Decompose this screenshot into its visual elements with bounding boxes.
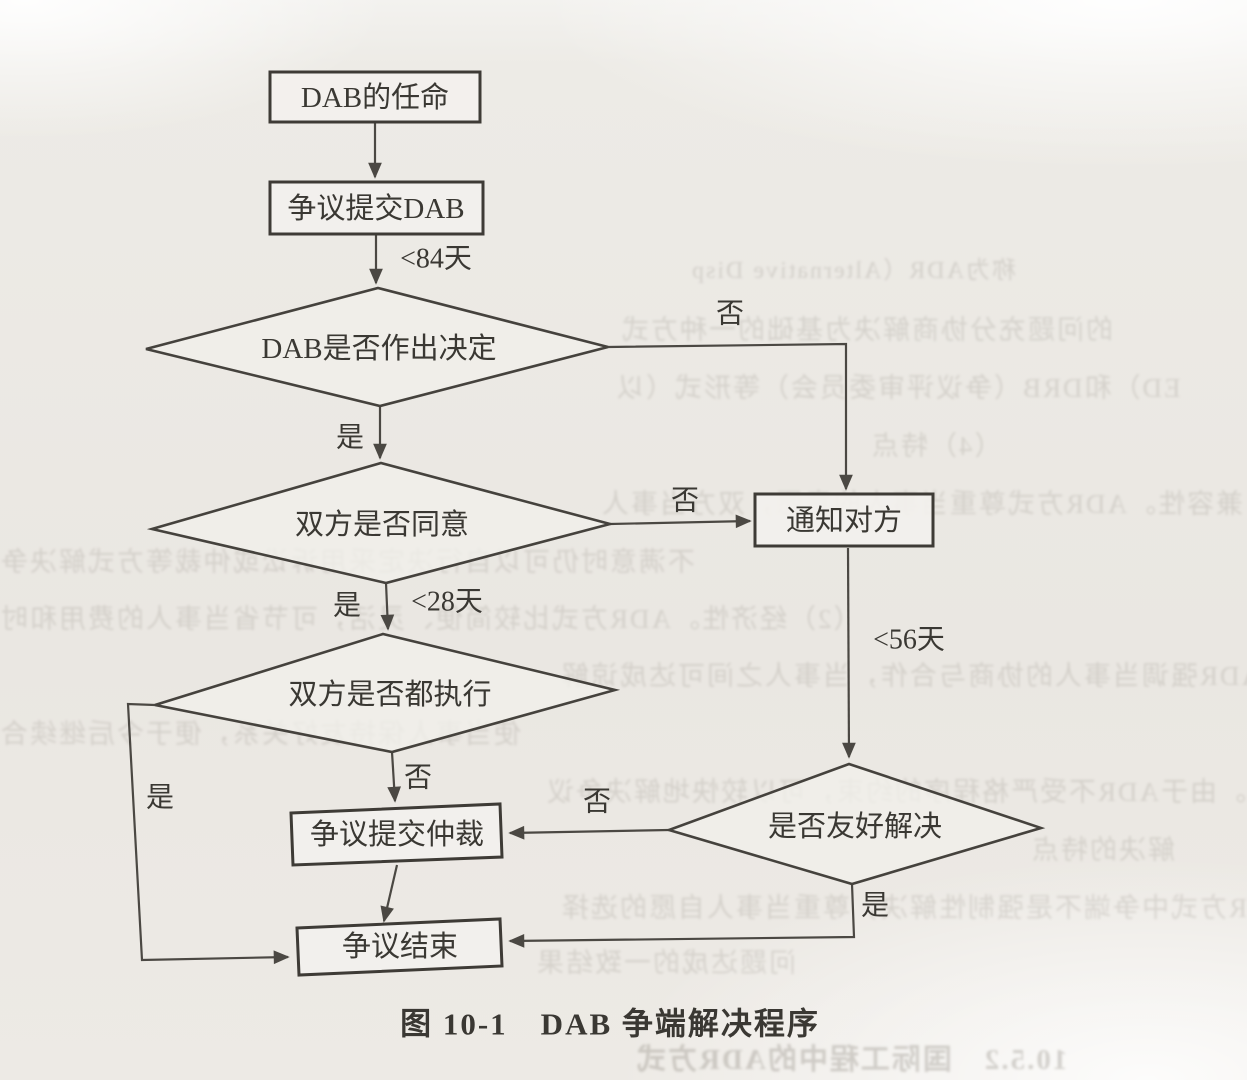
edge-decision-no-to-notify [607, 342, 853, 491]
node-dispute-end-label: 争议结束 [342, 930, 458, 963]
edge-label-lt84: <84天 [400, 244, 472, 275]
node-submit-dab-label: 争议提交DAB [287, 192, 464, 225]
node-both-execute-label: 双方是否都执行 [288, 678, 491, 711]
edge-execute-yes-to-end [126, 702, 290, 965]
node-notify-party-shape [753, 492, 935, 548]
edge-label-yes-decision: 是 [336, 423, 364, 454]
node-dab-appointment-shape [268, 70, 482, 124]
edge-label-yes-agree: 是 [333, 591, 361, 622]
edge-execute-no-to-arbitration [387, 751, 401, 803]
node-amicable-settle-shape [664, 762, 1046, 886]
edge-label-no-execute: 否 [404, 763, 432, 794]
node-notify-party-label: 通知对方 [786, 504, 902, 537]
node-dab-appointment-label: DAB的任命 [301, 81, 449, 114]
edge-amicable-no-to-arbitration [508, 825, 670, 840]
edge-label-no-amicable: 否 [583, 787, 611, 818]
node-dab-decision-label: DAB是否作出决定 [261, 332, 496, 365]
edge-label-no-agree: 否 [671, 486, 699, 517]
node-parties-agree-label: 双方是否同意 [295, 508, 469, 541]
edge-label-no-decision: 否 [716, 299, 744, 330]
edge-label-lt56: <56天 [873, 625, 945, 656]
edge-amicable-yes-to-end [508, 883, 856, 948]
edge-agree-yes-to-execute [380, 582, 395, 631]
node-parties-agree-shape [146, 461, 616, 585]
node-dab-decision-shape [145, 286, 609, 408]
edge-notify-to-amicable [842, 547, 856, 759]
node-amicable-settle-label: 是否友好解决 [768, 810, 942, 843]
edge-label-yes-amicable: 是 [861, 891, 889, 922]
edge-agree-no-to-notify [609, 514, 752, 529]
node-submit-dab-shape [268, 180, 485, 236]
node-both-execute-shape [154, 632, 621, 754]
figure-caption: 图 10-1 DAB 争端解决程序 [400, 1007, 820, 1042]
node-dispute-end-shape [295, 917, 504, 977]
edge-label-yes-execute: 是 [146, 783, 174, 814]
node-submit-arbitration-shape [289, 802, 504, 867]
edge-arbitration-to-end [380, 864, 399, 923]
edge-label-lt28: <28天 [411, 587, 483, 618]
node-submit-arbitration-label: 争议提交仲裁 [310, 818, 484, 851]
